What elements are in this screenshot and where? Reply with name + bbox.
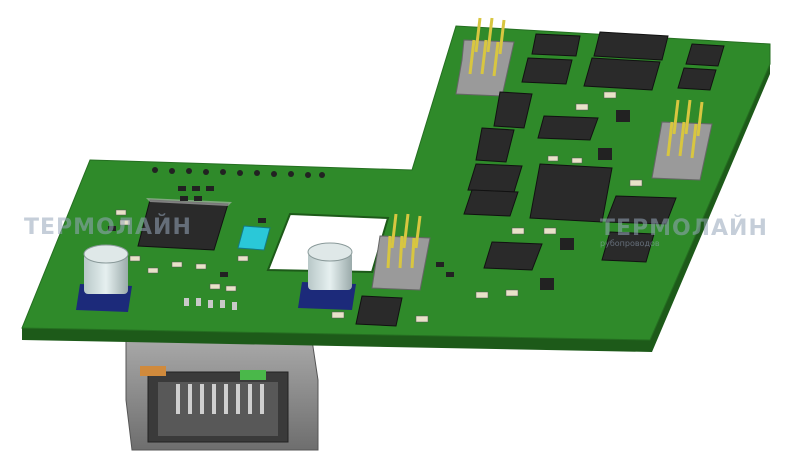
- pin-header-row: [152, 167, 325, 178]
- led-orange: [140, 366, 166, 376]
- cyan-component: [237, 225, 271, 251]
- pin-connector-center: [371, 213, 431, 291]
- capacitor-right: [298, 242, 356, 310]
- smd-components: [108, 91, 643, 323]
- ic-group: [355, 31, 725, 327]
- pcb-board: [21, 25, 771, 341]
- qfp-microcontroller: [137, 198, 232, 251]
- pin-connector-right: [651, 99, 713, 181]
- led-green: [240, 370, 266, 380]
- pin-connector-top: [455, 17, 515, 97]
- rj45-jack: [125, 339, 319, 451]
- capacitor-left: [76, 244, 132, 312]
